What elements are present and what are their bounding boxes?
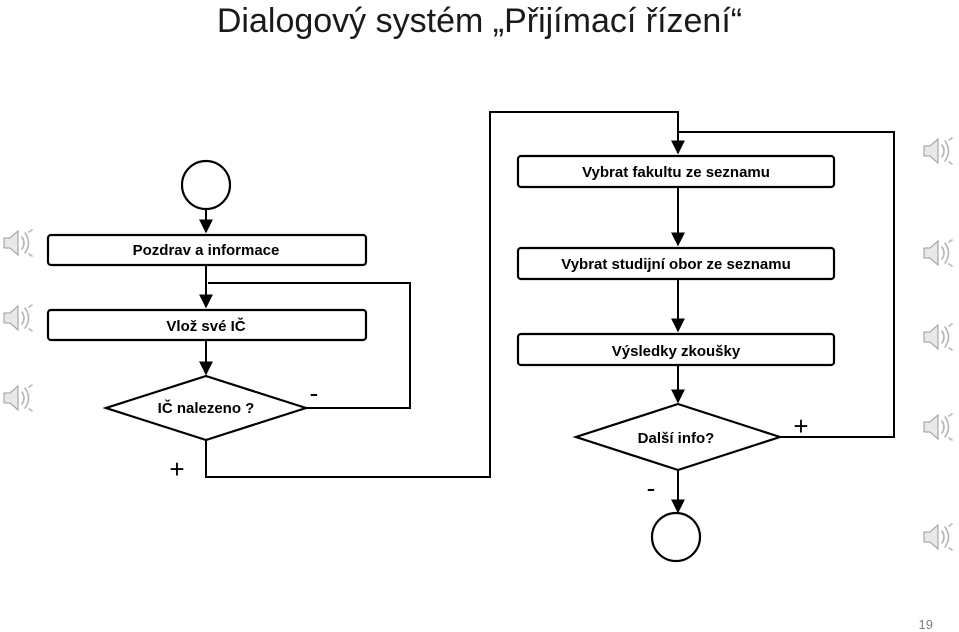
select-program-label: Vybrat studijní obor ze seznamu [561, 256, 790, 273]
speaker-icon[interactable] [923, 523, 953, 551]
connector-id-not-found-loop [208, 282, 411, 409]
select-program-box [516, 246, 836, 281]
id-found-yes-sign: + [169, 454, 184, 484]
speaker-icon[interactable] [3, 229, 33, 257]
connector-more-info-loop [678, 131, 895, 438]
select-faculty-label: Vybrat fakultu ze seznamu [582, 164, 770, 181]
end-node [650, 511, 702, 563]
speaker-icon[interactable] [3, 384, 33, 412]
more-info-yes-sign: + [793, 411, 808, 441]
more-info-no-sign: - [647, 473, 656, 503]
select-faculty-box [516, 154, 836, 189]
speaker-icon[interactable] [923, 413, 953, 441]
slide-title: Dialogový systém „Přijímací řízení“ [216, 2, 743, 40]
more-info-label: Další info? [638, 430, 715, 447]
id-found-no-sign: - [310, 378, 319, 408]
greeting-label: Pozdrav a informace [133, 242, 280, 259]
exam-results-label: Výsledky zkoušky [612, 343, 741, 360]
id-found-label: IČ nalezeno ? [158, 399, 255, 417]
speaker-icon[interactable] [923, 323, 953, 351]
speaker-icon[interactable] [923, 137, 953, 165]
speaker-icon[interactable] [923, 239, 953, 267]
exam-results-box [516, 332, 836, 367]
start-node [180, 159, 232, 211]
connector-id-found-to-faculty [205, 111, 685, 478]
enter-id-label: Vlož své IČ [166, 317, 245, 335]
page-number: 19 [918, 617, 933, 632]
speaker-icon[interactable] [3, 304, 33, 332]
